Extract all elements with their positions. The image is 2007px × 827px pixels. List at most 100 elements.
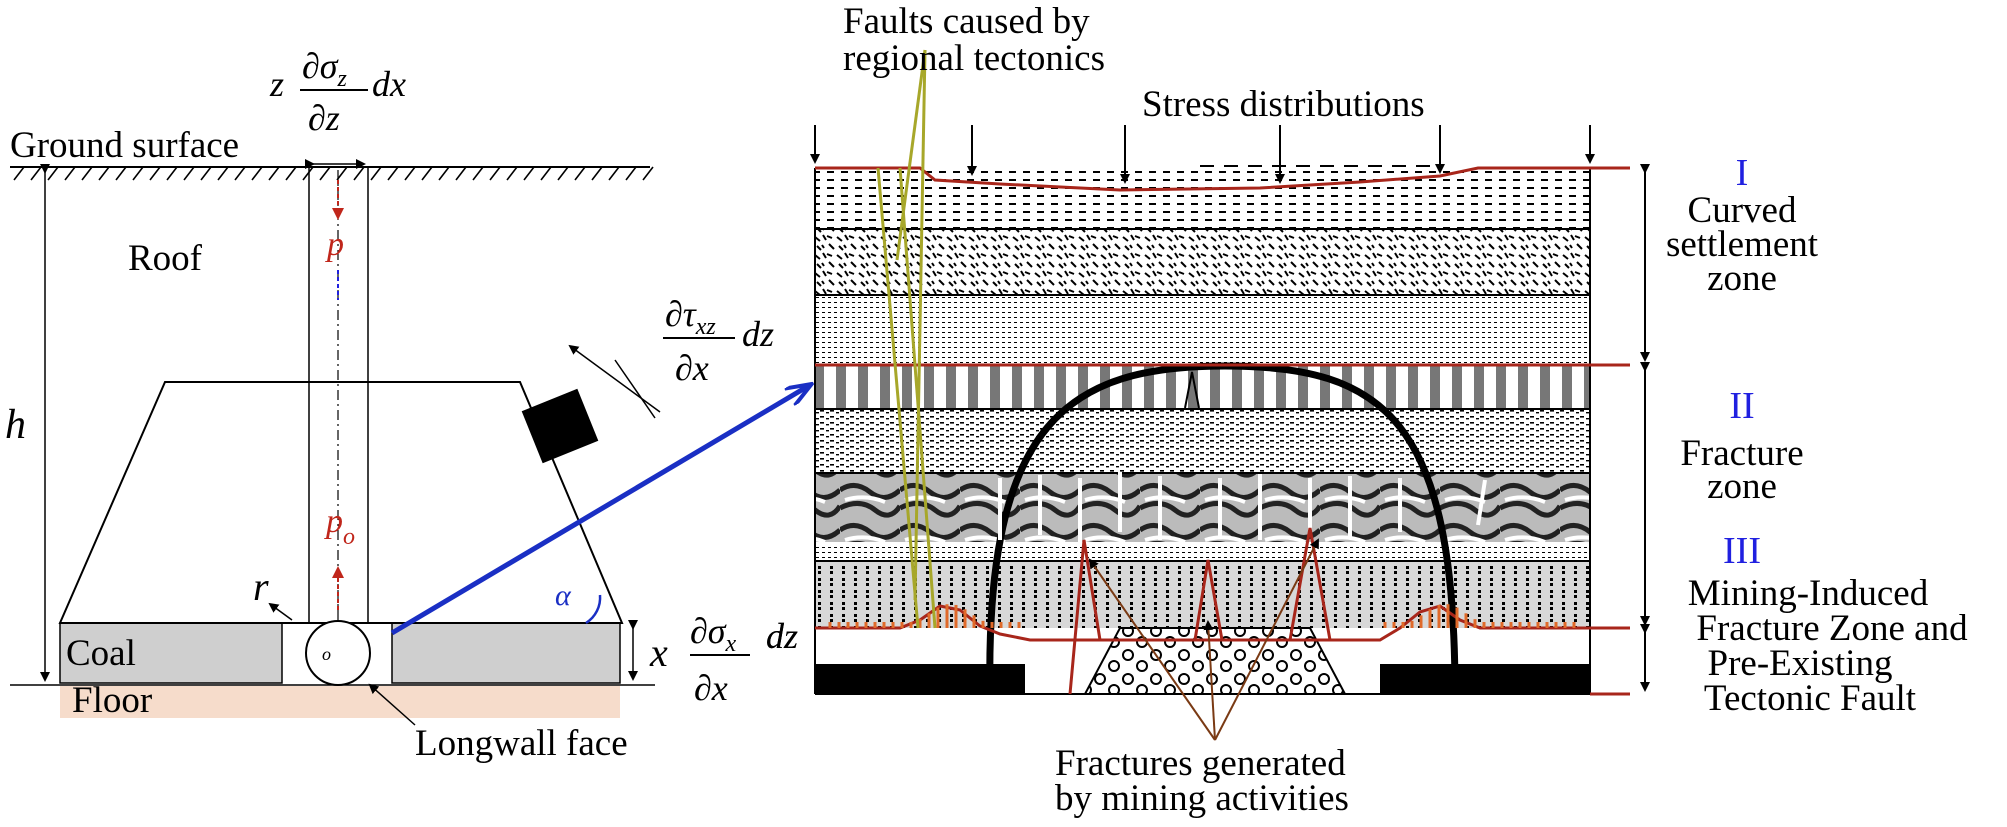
svg-text:∂σx: ∂σx xyxy=(690,611,737,657)
svg-text:∂σz: ∂σz xyxy=(302,46,348,92)
hatch-mark xyxy=(625,166,637,181)
o-label: o xyxy=(322,644,331,664)
equation-top: z ∂σz ∂z dx xyxy=(269,46,406,138)
stress-hatch-left xyxy=(828,604,1021,628)
shear-arrow xyxy=(568,344,661,413)
hatch-mark xyxy=(115,166,127,181)
svg-text:dx: dx xyxy=(372,64,406,104)
hatch-mark xyxy=(149,166,161,181)
hatch-mark xyxy=(251,166,263,181)
alpha-arc xyxy=(585,594,602,625)
coal-seam-right xyxy=(391,622,621,684)
coal-seam-left xyxy=(59,622,283,684)
r-pointer xyxy=(268,602,293,621)
equation-right: ∂σx ∂x dz xyxy=(690,611,798,708)
hatch-mark xyxy=(591,166,603,181)
hatch-mark xyxy=(302,166,314,181)
bottom-stress-profile xyxy=(815,604,1630,642)
hatch-mark xyxy=(489,166,501,181)
zone-2-line1: Fracture xyxy=(1680,433,1803,474)
hatch-mark xyxy=(540,166,552,181)
hatch-mark xyxy=(183,166,195,181)
svg-text:∂x: ∂x xyxy=(694,668,728,708)
faults-label-line1: Faults caused by xyxy=(843,1,1090,42)
hatch-mark xyxy=(30,166,42,181)
hatch-mark xyxy=(285,166,297,181)
hatch-mark xyxy=(370,166,382,181)
longwall-face-label: Longwall face xyxy=(415,723,628,764)
hatch-mark xyxy=(404,166,416,181)
stress-element xyxy=(521,388,599,464)
hatch-mark xyxy=(132,166,144,181)
roof-trapezoid xyxy=(58,381,624,624)
hatch-mark xyxy=(13,166,25,181)
hatch-mark xyxy=(506,166,518,181)
hatch-mark xyxy=(608,166,620,181)
hatch-mark xyxy=(200,166,212,181)
hatch-mark xyxy=(421,166,433,181)
hatch-mark xyxy=(523,166,535,181)
svg-text:dz: dz xyxy=(766,616,798,656)
hatch-mark xyxy=(319,166,331,181)
hatch-mark xyxy=(64,166,76,181)
svg-text:dz: dz xyxy=(742,314,774,354)
floor-label: Floor xyxy=(72,680,152,721)
equation-shear: ∂τxz ∂x dz xyxy=(663,294,774,388)
zone-2-line2: zone xyxy=(1707,466,1777,507)
ground-surface-label: Ground surface xyxy=(10,125,239,166)
hatch-mark xyxy=(642,166,654,181)
zone-1-line1: Curved xyxy=(1688,190,1797,231)
stratum-4 xyxy=(815,366,1590,408)
zone-labels: I Curved settlement zone II Fracture zon… xyxy=(1666,152,1968,719)
zone-3-line1: Mining-Induced xyxy=(1688,573,1929,614)
svg-text:z: z xyxy=(269,64,284,104)
coal-label: Coal xyxy=(66,633,136,674)
stress-arrows xyxy=(810,125,1595,184)
zone-3-line4: Tectonic Fault xyxy=(1704,678,1917,719)
coal-pillar-left xyxy=(815,664,1025,694)
zone-3-numeral: III xyxy=(1723,530,1761,572)
white-fractures xyxy=(998,472,1487,542)
x-label: x xyxy=(649,630,668,675)
hatch-mark xyxy=(336,166,348,181)
dz-label: dz xyxy=(766,616,798,656)
hatch-mark xyxy=(234,166,246,181)
longwall-pointer xyxy=(368,683,416,726)
left-panel: Ground surface Roof Coal Floor Longwall … xyxy=(5,46,810,764)
stress-distributions-label: Stress distributions xyxy=(1142,84,1425,125)
red-fracture-spikes xyxy=(1068,527,1332,695)
zone-3-line3: Pre-Existing xyxy=(1708,643,1893,684)
stratum-7 xyxy=(815,544,1590,560)
fault-lines xyxy=(876,49,937,629)
alpha-label: α xyxy=(555,579,572,612)
fracture-pointers xyxy=(1088,538,1319,741)
p-o-label: po xyxy=(324,503,355,550)
fractures-label-line2: by mining activities xyxy=(1055,778,1349,819)
coal-pillar-right xyxy=(1380,664,1590,694)
p-label: p xyxy=(325,226,344,263)
stratum-2 xyxy=(815,230,1590,294)
stratum-1 xyxy=(815,168,1590,228)
hatch-mark xyxy=(81,166,93,181)
longwall-opening xyxy=(305,620,371,686)
arch-peak xyxy=(1184,371,1200,409)
zone-2-numeral: II xyxy=(1729,385,1754,427)
hatch-mark xyxy=(217,166,229,181)
hatch-mark xyxy=(574,166,586,181)
svg-text:∂z: ∂z xyxy=(308,98,340,138)
zone-1-line2: settlement xyxy=(1666,224,1819,265)
zone-1-numeral: I xyxy=(1736,152,1749,194)
hatch-mark xyxy=(166,166,178,181)
hatch-mark xyxy=(98,166,110,181)
shear-normal-line xyxy=(614,359,656,419)
stress-hatch-right xyxy=(1383,604,1576,628)
top-stress-profile xyxy=(815,166,1590,192)
zone-1-line3: zone xyxy=(1707,258,1777,299)
svg-text:∂x: ∂x xyxy=(675,348,709,388)
roof-label: Roof xyxy=(128,238,203,279)
hatch-mark xyxy=(455,166,467,181)
r-label: r xyxy=(253,564,269,609)
faults-label-line2: regional tectonics xyxy=(843,38,1105,79)
zone-3-line2: Fracture Zone and xyxy=(1696,608,1968,649)
